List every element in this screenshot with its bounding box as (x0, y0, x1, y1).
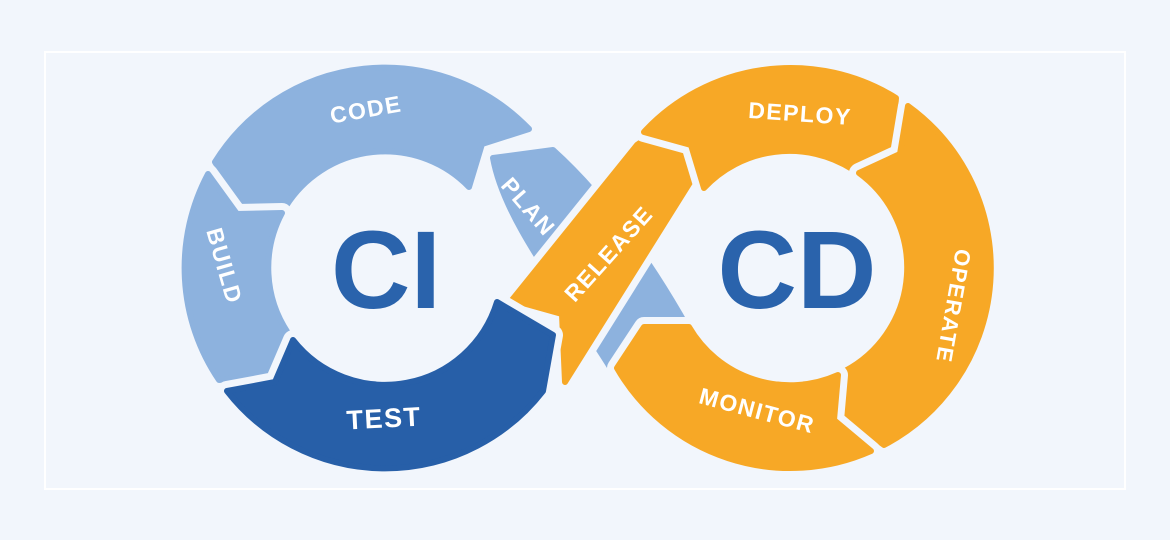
test-arc (224, 299, 556, 472)
deploy-arc (641, 65, 899, 191)
diagram-frame-border (44, 51, 1126, 490)
build-arc (181, 171, 291, 383)
cd-loop-title: CD (717, 209, 877, 332)
stage-label-test: TEST (345, 401, 423, 436)
monitor-arc (614, 324, 874, 472)
operate-arc (841, 103, 994, 448)
ci-loop-title: CI (331, 209, 441, 332)
code-arc (212, 64, 532, 209)
